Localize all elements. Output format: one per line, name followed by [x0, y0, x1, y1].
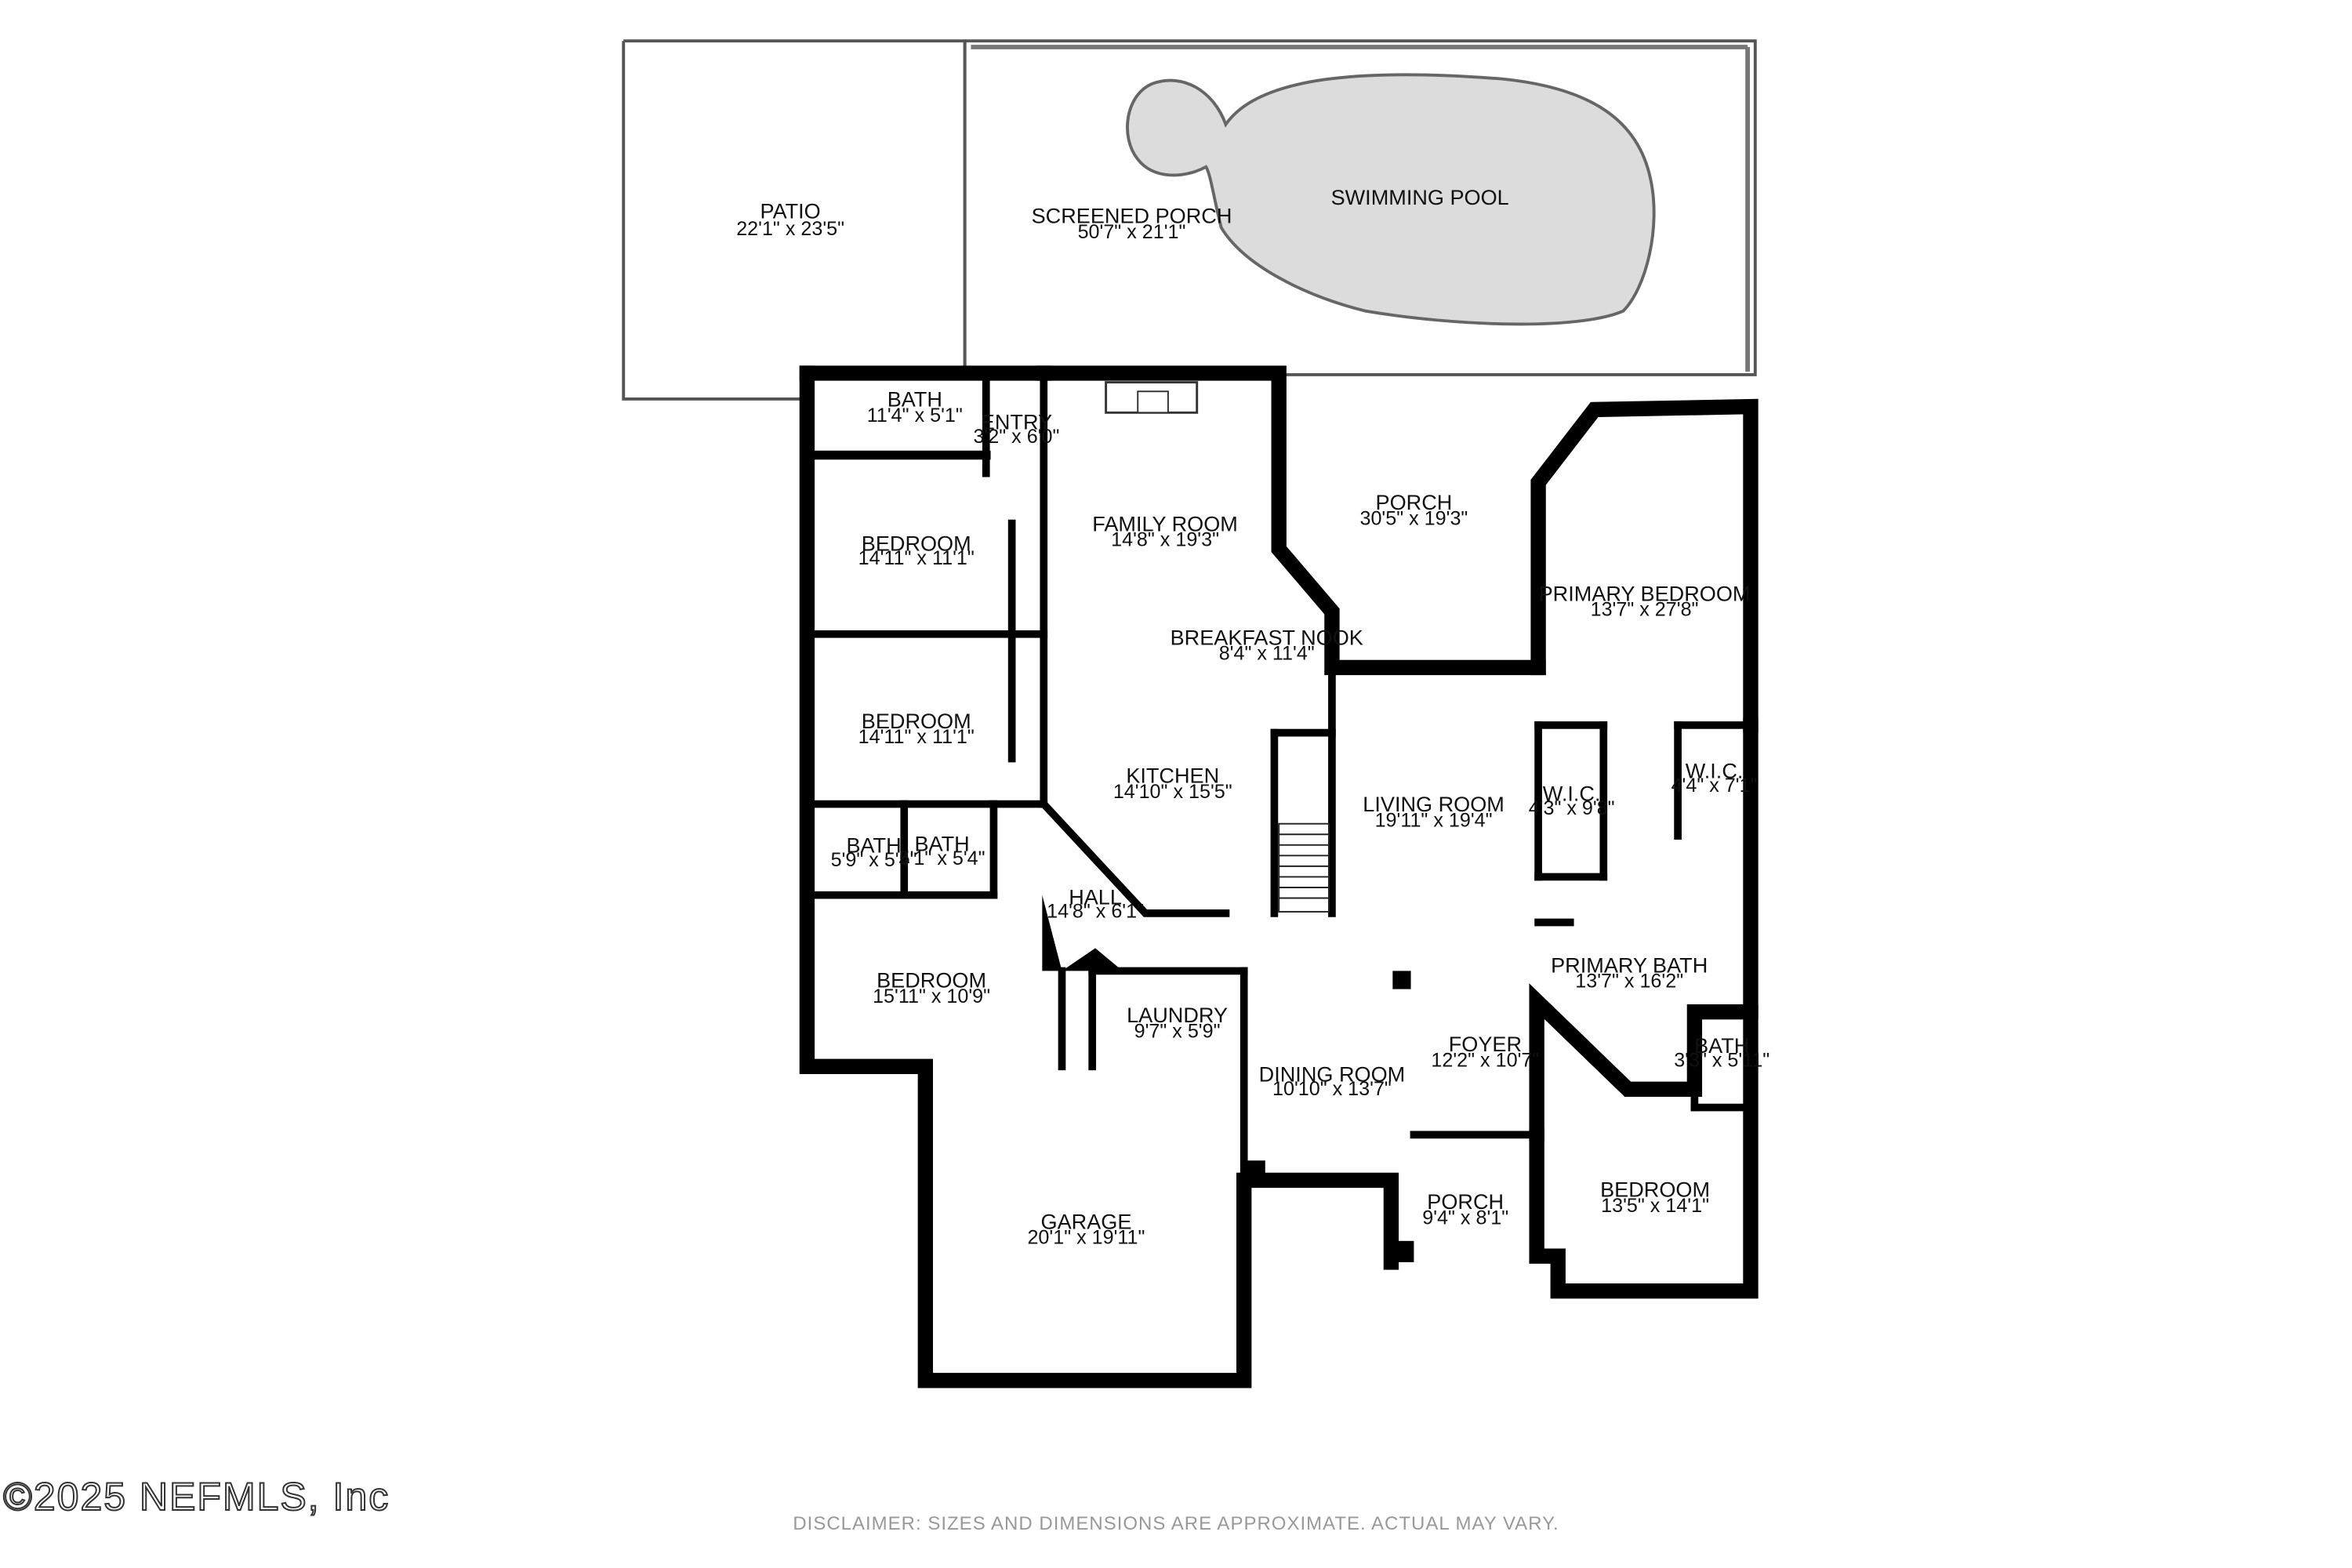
- bath-a-label: BATH: [846, 833, 901, 857]
- bedroom-1-label: BEDROOM: [862, 531, 971, 555]
- wic-2-dim: 4'4" x 7'1": [1671, 775, 1758, 797]
- laundry-label: LAUNDRY: [1127, 1003, 1228, 1027]
- stairs-icon: [1278, 822, 1330, 913]
- copyright-watermark: ©2025 NEFMLS, Inc: [2, 1474, 390, 1519]
- primary-bedroom-dim: 13'7" x 27'8": [1591, 599, 1699, 621]
- bedroom-2-label: BEDROOM: [862, 709, 971, 733]
- bath-top-label: BATH: [887, 387, 942, 412]
- bath-c-dim: 3'3" x 5'11": [1674, 1049, 1769, 1071]
- family-room-label: FAMILY ROOM: [1092, 511, 1238, 535]
- wic-2-label: W.I.C.: [1686, 759, 1744, 783]
- entry-dim: 3'2" x 6'0": [973, 426, 1059, 448]
- swimming-pool-shape: [1126, 73, 1656, 326]
- living-room-dim: 19'11" x 19'4": [1375, 810, 1493, 832]
- wic-1-label: W.I.C.: [1543, 782, 1601, 806]
- dining-room-dim: 10'10" x 13'7": [1272, 1078, 1392, 1100]
- entry-label: ENTRY: [981, 410, 1052, 434]
- bath-top-dim: 11'4" x 5'1": [867, 405, 963, 426]
- screened-porch-outline: [963, 39, 1757, 376]
- bedroom-3-label: BEDROOM: [877, 968, 986, 993]
- family-room-dim: 14'8" x 19'3": [1111, 529, 1219, 551]
- bath-a-dim: 5'9" x 5'4": [831, 849, 917, 871]
- screened-porch-label: SCREENED PORCH: [1032, 203, 1232, 227]
- porch-back-dim: 30'5" x 19'3": [1359, 508, 1468, 530]
- porch-back-label: PORCH: [1376, 490, 1453, 514]
- bath-c-label: BATH: [1694, 1033, 1749, 1058]
- living-room-label: LIVING ROOM: [1363, 792, 1504, 816]
- porch-front-dim: 9'4" x 8'1": [1422, 1207, 1508, 1229]
- primary-bath-dim: 13'7" x 16'2": [1575, 971, 1683, 993]
- pool-label: SWIMMING POOL: [1331, 185, 1509, 209]
- wic-1-dim: 4'3" x 9'8": [1529, 797, 1615, 819]
- patio-label: PATIO: [760, 199, 821, 223]
- kitchen-label: KITCHEN: [1126, 763, 1219, 787]
- garage-dim: 20'1" x 19'11": [1027, 1227, 1145, 1249]
- bedroom-4-label: BEDROOM: [1600, 1178, 1710, 1202]
- bedroom-4-dim: 13'5" x 14'1": [1601, 1195, 1709, 1217]
- primary-bedroom-label: PRIMARY BEDROOM: [1539, 581, 1751, 605]
- bedroom-3-dim: 15'11" x 10'9": [873, 985, 990, 1007]
- foyer-label: FOYER: [1449, 1032, 1522, 1056]
- fireplace-icon: [1105, 381, 1199, 414]
- bath-b-dim: 5'1" x 5'4": [899, 848, 985, 869]
- primary-bath-label: PRIMARY BATH: [1551, 953, 1708, 977]
- foyer-dim: 12'2" x 10'7": [1431, 1049, 1539, 1071]
- dining-room-label: DINING ROOM: [1259, 1062, 1406, 1087]
- kitchen-dim: 14'10" x 15'5": [1113, 781, 1232, 803]
- bedroom-1-dim: 14'11" x 11'1": [858, 547, 975, 569]
- patio-dim: 22'1" x 23'5": [736, 218, 844, 240]
- disclaimer-text: DISCLAIMER: SIZES AND DIMENSIONS ARE APP…: [793, 1513, 1559, 1534]
- breakfast-nook-dim: 8'4" x 11'4": [1219, 643, 1315, 665]
- bath-b-label: BATH: [915, 832, 970, 856]
- screened-porch-dim: 50'7" x 21'1": [1078, 221, 1186, 243]
- garage-label: GARAGE: [1041, 1209, 1132, 1233]
- breakfast-nook-label: BREAKFAST NOOK: [1171, 625, 1363, 649]
- porch-front-label: PORCH: [1427, 1189, 1504, 1214]
- laundry-dim: 9'7" x 5'9": [1134, 1021, 1221, 1043]
- exterior-walls: [799, 365, 1759, 1388]
- bedroom-2-dim: 14'11" x 11'1": [858, 726, 975, 748]
- hall-label: HALL: [1069, 884, 1122, 909]
- hall-dim: 14'8" x 6'1": [1047, 901, 1144, 923]
